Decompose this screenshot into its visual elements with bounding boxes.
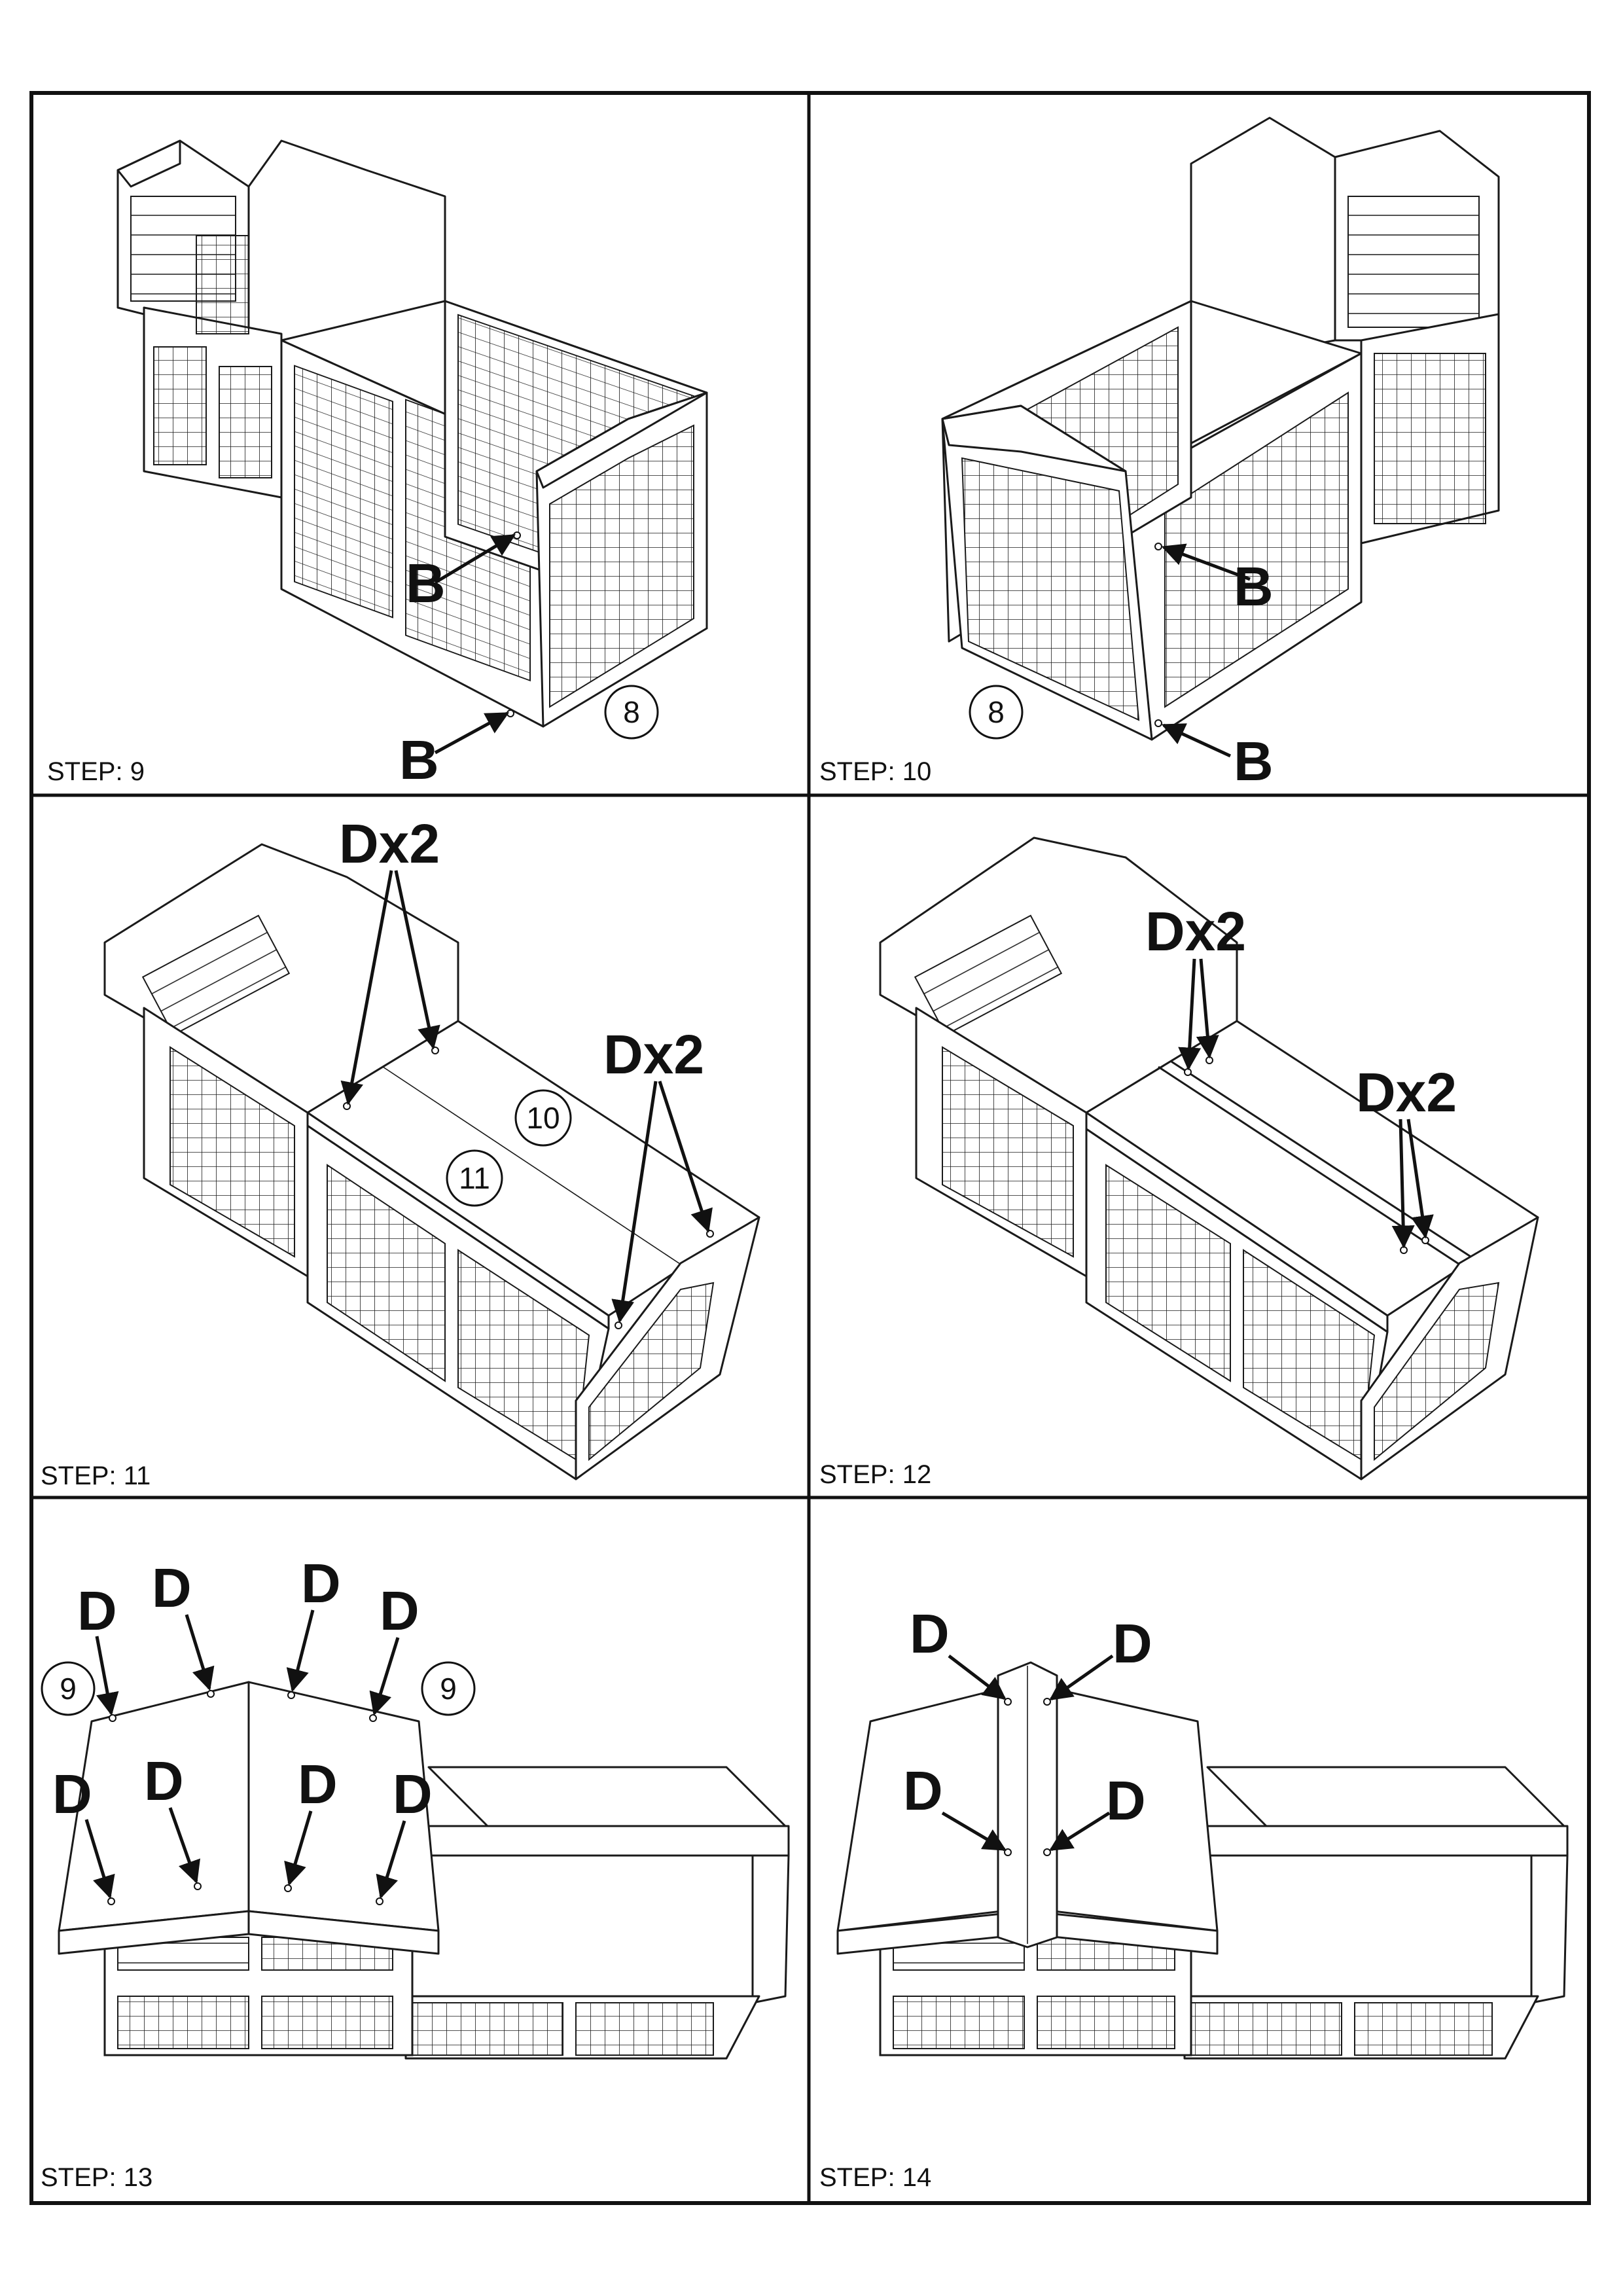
step-14-label-d-bottom-right: D bbox=[1106, 1770, 1146, 1831]
step-13-panel: D D D D D D D D 9 9 STEP: 13 bbox=[41, 1552, 790, 2192]
step-12-arrow-left-b bbox=[1196, 958, 1219, 1059]
step-9-part-circle bbox=[604, 685, 659, 740]
step-13-arrow-4 bbox=[369, 1637, 400, 1716]
step-10-arrow-lower bbox=[1161, 723, 1232, 758]
step-14-caption: STEP: 14 bbox=[819, 2163, 931, 2192]
step-11-part-number-11: 11 bbox=[459, 1161, 490, 1195]
step-14-label-d-top-left: D bbox=[910, 1603, 950, 1664]
step-14-label-d-bottom-left: D bbox=[903, 1760, 943, 1821]
step-11-part-circle-10 bbox=[514, 1089, 572, 1147]
step-13-hutch-drawing bbox=[58, 1681, 790, 2060]
step-13-arrow-5 bbox=[84, 1819, 115, 1899]
step-9-label-b-lower: B bbox=[399, 729, 439, 791]
step-13-part-circle-left bbox=[41, 1661, 96, 1716]
step-11-arrow-right-b bbox=[658, 1081, 713, 1233]
step-14-hutch-drawing bbox=[836, 1661, 1569, 2060]
step-13-arrow-6 bbox=[168, 1807, 200, 1884]
step-11-label-dx2-right: Dx2 bbox=[603, 1024, 704, 1085]
step-12-label-dx2-right: Dx2 bbox=[1356, 1062, 1457, 1123]
step-13-arrow-1 bbox=[95, 1636, 119, 1716]
step-13-caption: STEP: 13 bbox=[41, 2163, 152, 2192]
step-11-panel: Dx2 Dx2 10 11 STEP: 11 bbox=[41, 813, 760, 1490]
step-13-part-number-right: 9 bbox=[440, 1672, 457, 1706]
step-14-arrow-top-right bbox=[1049, 1654, 1114, 1701]
step-11-hutch-drawing bbox=[103, 843, 760, 1480]
step-14-arrow-top-left bbox=[948, 1655, 1007, 1700]
step-13-arrow-3 bbox=[286, 1609, 315, 1693]
step-13-label-d-3: D bbox=[301, 1552, 341, 1614]
step-13-arrow-8 bbox=[376, 1820, 406, 1899]
step-10-label-b-lower: B bbox=[1234, 730, 1274, 792]
step-13-arrow-2 bbox=[185, 1614, 215, 1691]
step-12-arrow-right-b bbox=[1406, 1119, 1434, 1239]
step-14-arrow-bottom-left bbox=[941, 1811, 1007, 1852]
step-12-hutch-drawing bbox=[879, 836, 1539, 1480]
step-10-panel: B B 8 STEP: 10 bbox=[819, 117, 1500, 792]
step-9-arrow-upper bbox=[434, 533, 516, 584]
step-11-arrow-left-a bbox=[340, 870, 393, 1105]
step-11-part-number-10: 10 bbox=[526, 1101, 560, 1135]
step-12-arrow-right-a bbox=[1391, 1119, 1415, 1249]
step-10-part-number: 8 bbox=[988, 695, 1005, 729]
step-10-caption: STEP: 10 bbox=[819, 757, 931, 786]
step-14-panel: D D D D STEP: 14 bbox=[819, 1603, 1569, 2192]
step-14-arrow-bottom-right bbox=[1049, 1811, 1111, 1852]
step-13-label-d-6: D bbox=[144, 1750, 184, 1812]
step-13-label-d-4: D bbox=[380, 1580, 419, 1641]
step-12-panel: Dx2 Dx2 STEP: 12 bbox=[819, 836, 1539, 1489]
step-11-arrow-right-a bbox=[611, 1081, 658, 1323]
step-11-label-dx2-left: Dx2 bbox=[339, 813, 440, 874]
step-11-caption: STEP: 11 bbox=[41, 1462, 151, 1490]
step-12-caption: STEP: 12 bbox=[819, 1460, 931, 1489]
step-9-label-b-upper: B bbox=[406, 552, 446, 614]
step-13-part-number-left: 9 bbox=[60, 1672, 77, 1706]
step-11-arrow-left-b bbox=[394, 870, 440, 1050]
step-10-part-circle bbox=[969, 685, 1024, 740]
step-9-hutch-drawing bbox=[116, 139, 708, 728]
step-9-panel: B B 8 STEP: 9 bbox=[47, 139, 708, 791]
step-13-arrow-7 bbox=[284, 1810, 313, 1886]
step-9-part-number: 8 bbox=[623, 695, 640, 729]
step-13-label-d-2: D bbox=[152, 1557, 192, 1619]
step-12-arrow-left-a bbox=[1178, 958, 1202, 1071]
step-11-part-circle-11 bbox=[446, 1149, 503, 1207]
step-9-arrow-lower bbox=[434, 711, 510, 755]
step-10-arrow-upper bbox=[1161, 543, 1251, 581]
step-14-label-d-top-right: D bbox=[1113, 1613, 1152, 1674]
step-13-label-d-5: D bbox=[52, 1763, 92, 1825]
step-10-label-b-upper: B bbox=[1234, 556, 1274, 617]
step-13-part-circle-right bbox=[421, 1661, 476, 1716]
step-9-caption: STEP: 9 bbox=[47, 757, 145, 786]
step-13-label-d-8: D bbox=[393, 1763, 433, 1825]
step-13-label-d-7: D bbox=[298, 1753, 338, 1815]
step-12-label-dx2-left: Dx2 bbox=[1145, 901, 1246, 962]
step-10-hutch-drawing bbox=[941, 117, 1500, 741]
step-13-label-d-1: D bbox=[77, 1580, 117, 1641]
